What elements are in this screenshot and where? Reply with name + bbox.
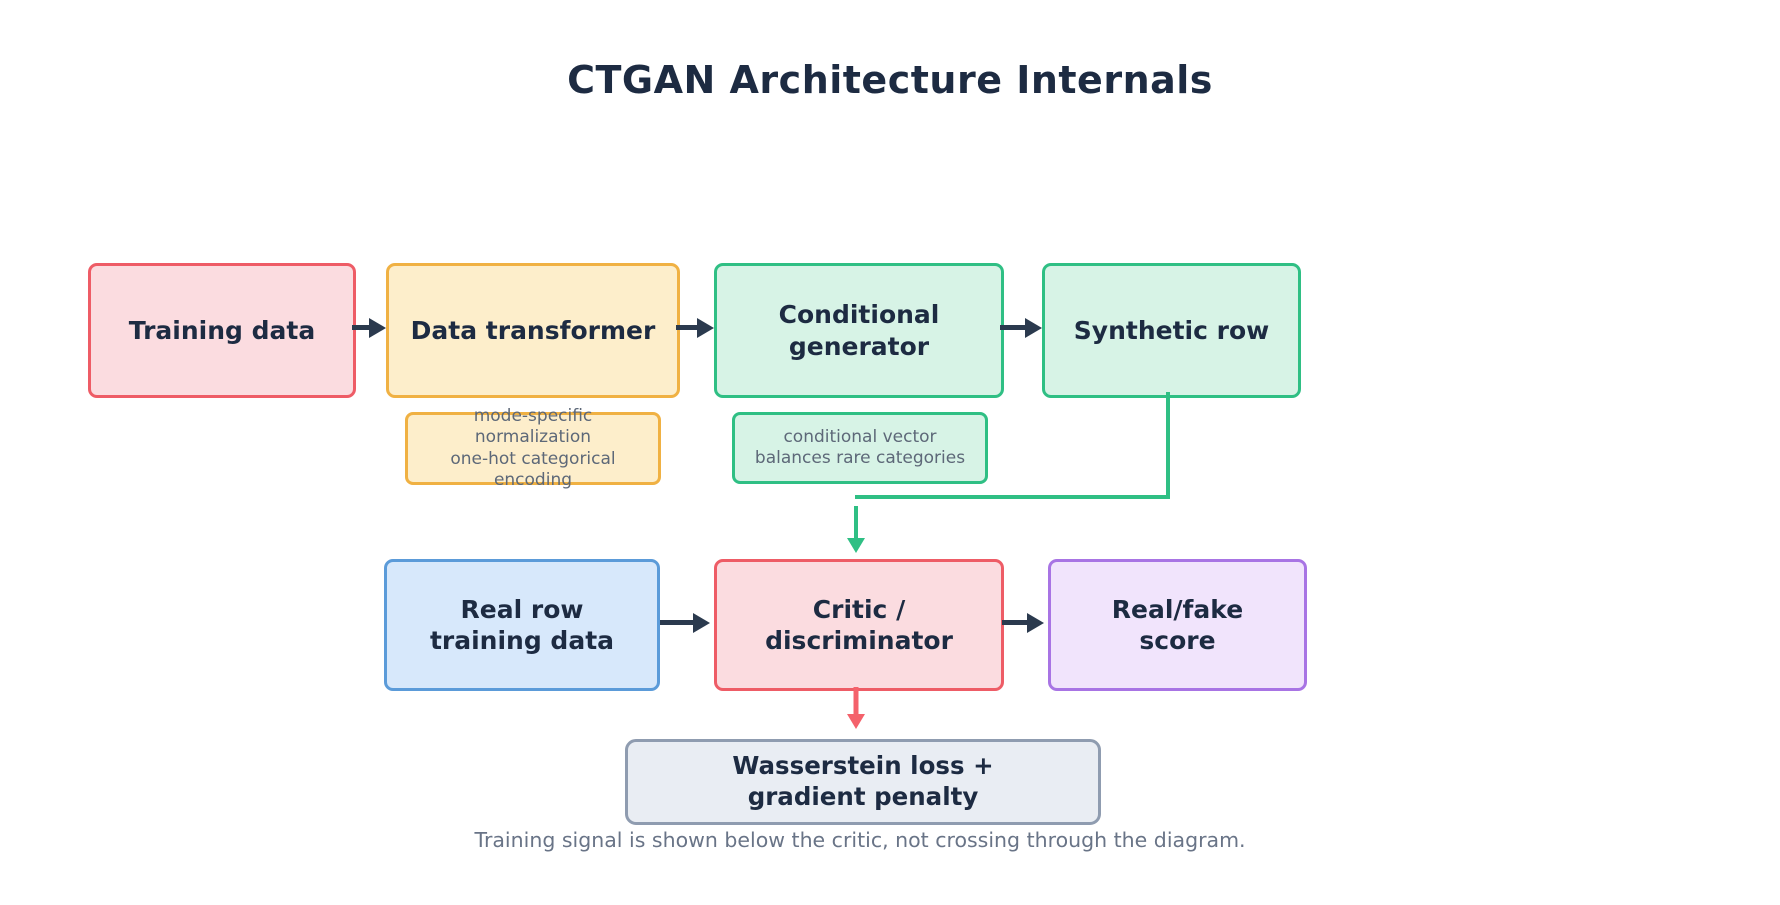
- node-critic-discriminator: Critic / discriminator: [714, 559, 1004, 691]
- note-transformer-text: mode-specific normalization one-hot cate…: [450, 406, 616, 490]
- node-synthetic-row-label: Synthetic row: [1073, 315, 1270, 345]
- note-transformer: mode-specific normalization one-hot cate…: [405, 406, 661, 490]
- node-data-transformer: Data transformer: [386, 263, 680, 398]
- node-real-fake-score-label: Real/fake score: [1111, 594, 1244, 655]
- node-wasserstein-loss: Wasserstein loss + gradient penalty: [625, 739, 1101, 825]
- arrow-generator-to-synthetic: [1000, 325, 1025, 330]
- node-data-transformer-label: Data transformer: [410, 315, 656, 345]
- node-real-fake-score: Real/fake score: [1048, 559, 1307, 691]
- node-real-row: Real row training data: [384, 559, 660, 691]
- node-critic-discriminator-label: Critic / discriminator: [765, 594, 953, 655]
- node-conditional-generator: Conditional generator: [714, 263, 1004, 398]
- diagram-caption: Training signal is shown below the criti…: [474, 828, 1246, 852]
- node-synthetic-row: Synthetic row: [1042, 263, 1301, 398]
- arrow-synthetic-to-critic: [847, 506, 865, 553]
- node-training-data-label: Training data: [128, 315, 316, 345]
- arrow-training-to-transformer: [352, 325, 369, 330]
- node-conditional-generator-label: Conditional generator: [778, 300, 940, 361]
- node-real-row-label: Real row training data: [429, 594, 615, 655]
- node-training-data: Training data: [88, 263, 356, 398]
- arrow-critic-to-score: [1002, 620, 1027, 625]
- arrow-realrow-to-critic: [660, 620, 693, 625]
- note-generator-text: conditional vector balances rare categor…: [754, 426, 966, 468]
- arrow-transformer-to-generator: [676, 325, 697, 330]
- arrow-critic-to-loss: [847, 687, 865, 729]
- node-wasserstein-loss-label: Wasserstein loss + gradient penalty: [732, 751, 994, 811]
- note-generator: conditional vector balances rare categor…: [732, 412, 988, 484]
- connector-synthetic-horizontal: [855, 495, 1169, 499]
- connector-synthetic-down: [1166, 392, 1170, 499]
- page-title: CTGAN Architecture Internals: [567, 58, 1213, 102]
